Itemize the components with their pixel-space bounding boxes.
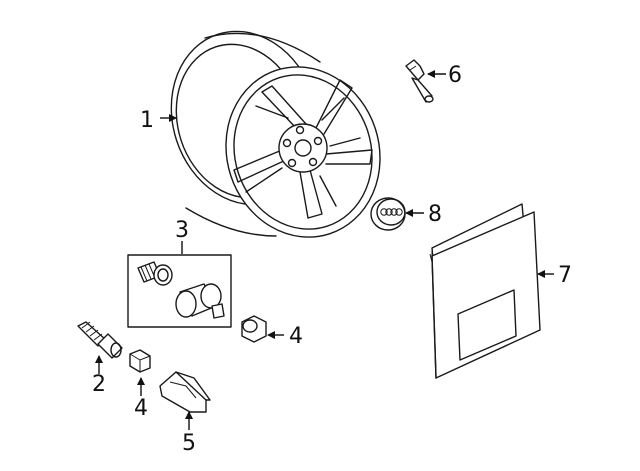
lug-nut-right-part: [241, 315, 267, 343]
booklet-part: [429, 203, 541, 379]
callout-1: 1: [140, 108, 154, 133]
wheel-bolt-part: [77, 321, 123, 359]
lock-kit-part: [127, 254, 232, 328]
callout-5: 5: [182, 431, 196, 456]
callout-7: 7: [558, 263, 572, 288]
callout-4-right: 4: [289, 324, 303, 349]
callout-3: 3: [175, 218, 189, 243]
callout-4-left: 4: [134, 396, 148, 421]
wheel-part: [170, 30, 381, 238]
callout-6: 6: [448, 63, 462, 88]
valve-stem-part: [405, 59, 434, 103]
callout-8: 8: [428, 202, 442, 227]
callout-leaders: [95, 70, 554, 430]
callout-2: 2: [92, 372, 106, 397]
removal-tool-part: [159, 371, 211, 413]
lug-nut-left-part: [129, 349, 151, 373]
center-cap-part: [370, 197, 406, 231]
